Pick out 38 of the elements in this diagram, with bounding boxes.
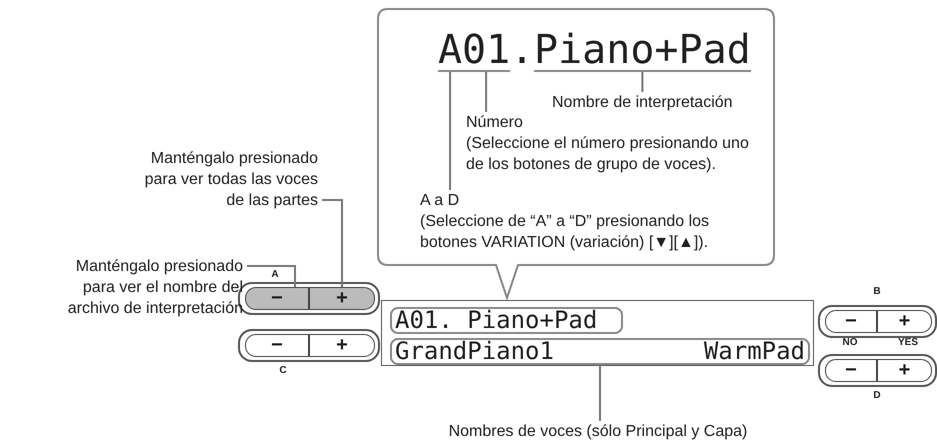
annotation-text: Manténgalo presionado para ver todas las voces de las partes — [133, 148, 318, 211]
plus-button: + — [309, 287, 375, 310]
display-number: 01 — [462, 30, 510, 72]
lcd-display — [381, 300, 814, 366]
leader-line — [599, 365, 601, 421]
plus-button: + — [877, 310, 932, 333]
button-label: A — [270, 269, 280, 280]
annotation-text: (Seleccione de “A” a “D” presionando los botones VARIATION (variación) [▼][▲]). — [420, 212, 710, 253]
leader-line — [322, 199, 343, 287]
annotation-text: Nombre de interpretación — [552, 92, 772, 113]
button-label: B — [872, 286, 882, 297]
leader-line — [641, 72, 644, 92]
annotation-text: Manténgalo presionado para ver el nombre del archivo de interpretación — [53, 256, 243, 319]
annotation-text: (Seleccione el número presionando uno de los botones de grupo de voces). — [466, 134, 750, 175]
minus-button: − — [245, 287, 309, 310]
minus-button: − — [245, 334, 309, 357]
display-text: . — [510, 30, 534, 70]
leader-line — [485, 72, 488, 112]
display-name: Piano+Pad — [534, 30, 751, 72]
callout-bubble — [377, 8, 775, 299]
display-row — [390, 338, 810, 365]
voice-name: WarmPad — [704, 340, 805, 363]
display-text-row: A01. Piano+Pad — [390, 307, 623, 334]
button-label: C — [278, 365, 288, 376]
annotation-heading: A a D — [420, 191, 460, 211]
plus-button: + — [309, 334, 375, 357]
annotation-text: Nombres de voces (sólo Principal y Capa) — [398, 421, 798, 442]
button-label: NO — [842, 337, 858, 348]
button-label: YES — [896, 337, 919, 348]
button-label: D — [872, 390, 882, 401]
minus-button: − — [825, 310, 877, 333]
leader-line — [247, 265, 296, 287]
voice-name: GrandPiano1 — [395, 340, 554, 363]
annotation-heading: Número — [466, 113, 524, 133]
plus-button: + — [877, 359, 932, 382]
minus-button: − — [825, 359, 877, 382]
display-character: A — [438, 30, 462, 72]
leader-line — [449, 72, 452, 190]
